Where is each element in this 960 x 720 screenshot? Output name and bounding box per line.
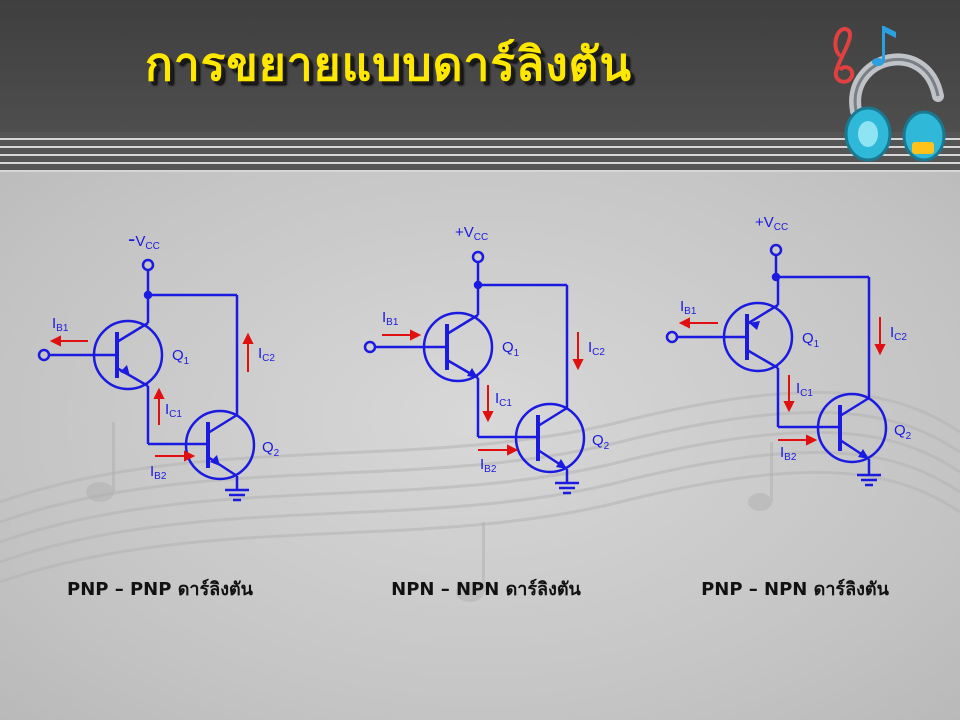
ib1-label: IB1 xyxy=(52,315,69,334)
q2-label: Q2 xyxy=(894,422,912,442)
supply-label: -VCC xyxy=(128,226,160,252)
music-note-icon xyxy=(872,26,896,66)
ib1-label: IB1 xyxy=(382,309,399,328)
q2-label: Q2 xyxy=(262,439,280,459)
supply-label: +VCC xyxy=(455,224,488,243)
q2-label: Q2 xyxy=(592,432,610,452)
ib2-label: IB2 xyxy=(780,444,797,463)
q1-label: Q1 xyxy=(172,347,190,367)
ic1-label: IC1 xyxy=(796,380,813,399)
content-background xyxy=(0,172,960,720)
q1-label: Q1 xyxy=(502,339,520,359)
header-stripes xyxy=(0,132,960,172)
caption-pnp-npn: PNP – NPN ดาร์ลิงตัน xyxy=(701,579,889,600)
treble-clef-icon xyxy=(833,27,855,84)
caption-npn-npn: NPN – NPN ดาร์ลิงตัน xyxy=(391,579,581,600)
ic1-label: IC1 xyxy=(495,390,512,409)
ic2-label: IC2 xyxy=(890,324,907,343)
circuit-pnp-npn: +VCC IB1 Q1 IC2 IC1 Q2 IB2 xyxy=(665,214,912,487)
caption-pnp-pnp: PNP – PNP ดาร์ลิงตัน xyxy=(67,579,253,600)
ic1-label: IC1 xyxy=(165,401,182,420)
slide-title: การขยายแบบดาร์ลิงตัน xyxy=(145,37,632,91)
header-bar xyxy=(0,0,960,132)
music-staff-background-icon xyxy=(0,390,960,602)
ib2-label: IB2 xyxy=(150,463,167,482)
ic2-label: IC2 xyxy=(258,345,275,364)
ic2-label: IC2 xyxy=(588,339,605,358)
circuit-npn-npn: +VCC IB1 Q1 IC2 IC1 Q2 IB2 xyxy=(363,224,610,495)
ib2-label: IB2 xyxy=(480,456,497,475)
q1-label: Q1 xyxy=(802,330,820,350)
music-headphones-icon xyxy=(833,26,946,162)
circuit-pnp-pnp: -VCC IB1 Q1 IC2 IC1 Q2 IB2 xyxy=(37,226,280,502)
ib1-label: IB1 xyxy=(680,298,697,317)
supply-label: +VCC xyxy=(755,214,788,233)
